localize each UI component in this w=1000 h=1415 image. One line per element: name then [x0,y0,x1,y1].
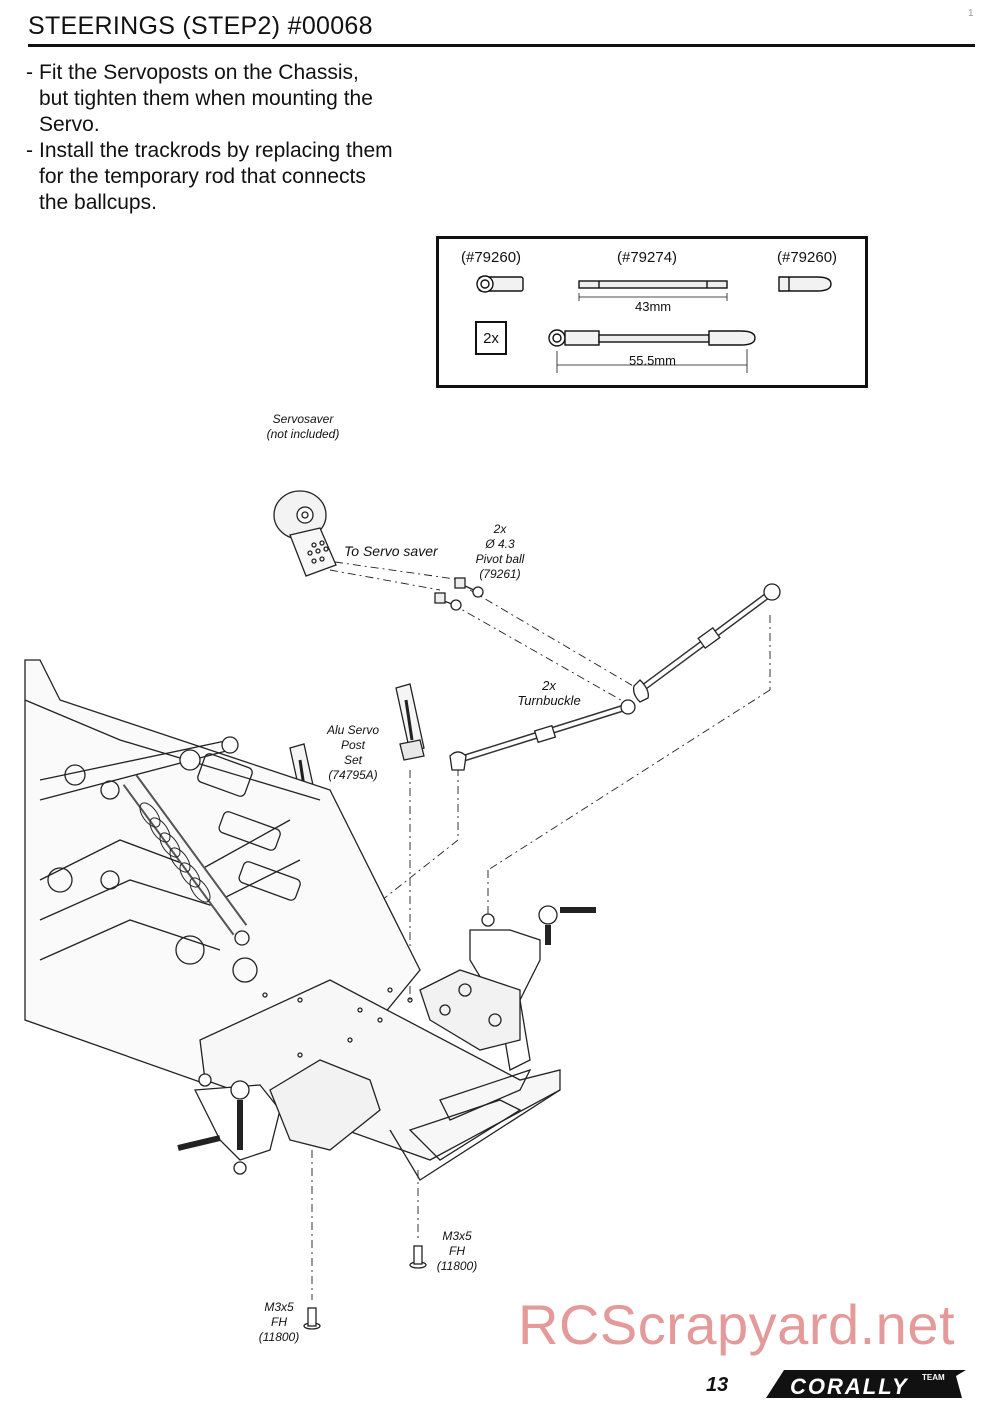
instruction-item: - Fit the Servoposts on the Chassis, but… [26,60,446,138]
pivot-ball-callout: 2x Ø 4.3 Pivot ball (79261) [468,522,532,582]
callout-line: (11800) [258,1330,300,1344]
instruction-line: but tighten them when mounting the [39,87,373,110]
callout-line: FH [271,1315,287,1329]
callout-line: FH [449,1244,465,1258]
callout-line: (74795A) [328,768,378,782]
instructions: - Fit the Servoposts on the Chassis, but… [26,60,446,216]
watermark: RCScrapyard.net [518,1293,956,1356]
instruction-line: Servo. [39,113,100,136]
callout-line: M3x5 [264,1300,294,1314]
callout-line: Set [343,753,362,767]
brand-name-text: CORALLY [790,1374,909,1399]
to-servo-saver-callout: To Servo saver [344,543,438,559]
part-number-ballcup-left: (#79260) [461,249,522,266]
callout-line: Pivot ball [475,552,525,566]
callout-line: Alu Servo [326,723,380,737]
part-number-rod: (#79274) [617,249,678,266]
parts-box: (#79260) (#79274) (#79260) [436,236,868,388]
callout-line: Servosaver [272,412,334,426]
turnbuckle-callout: 2x Turnbuckle [510,678,588,708]
quantity-box: 2x [475,321,507,355]
servosaver-callout: Servosaver (not included) [256,412,350,442]
callout-line: 2x [542,678,556,693]
pivot-ball-drawing [434,577,484,611]
turnbuckle-drawing [449,583,781,771]
callout-line: Post [340,738,365,752]
servosaver-drawing [273,490,337,577]
callout-line: (79261) [479,567,521,581]
assembly-length-label: 55.5mm [629,353,676,368]
callout-line: (11800) [436,1259,478,1273]
servo-post-callout: Alu Servo Post Set (74795A) [318,723,388,783]
page-title: STEERINGS (STEP2) #00068 [28,12,373,40]
instruction-line: the ballcups. [39,191,157,214]
page-header: STEERINGS (STEP2) #00068 [28,10,975,47]
corner-mark: 1 [968,8,974,19]
instruction-line: Install the trackrods by replacing them [39,139,393,162]
screw-drawing [303,1245,427,1330]
screw-callout-left: M3x5 FH (11800) [250,1300,308,1345]
parts-drawing [476,275,832,373]
brand-small-text: TEAM [922,1373,945,1382]
bullet-dash: - [26,139,33,162]
brand-logo: TEAM CORALLY [766,1370,966,1399]
callout-line: (not included) [266,427,340,441]
rod-length-label: 43mm [635,299,672,314]
instruction-line: for the temporary rod that connects [39,165,366,188]
callout-line: Turnbuckle [517,693,581,708]
page-number: 13 [706,1374,729,1396]
callout-line: M3x5 [442,1229,472,1243]
chassis-drawing [24,659,596,1181]
bullet-dash: - [26,61,33,84]
callout-line: Ø 4.3 [485,537,515,551]
callout-line: 2x [493,522,507,536]
screw-callout-right: M3x5 FH (11800) [428,1229,486,1274]
instruction-item: - Install the trackrods by replacing the… [26,138,446,216]
instruction-line: Fit the Servoposts on the Chassis, [39,61,359,84]
part-number-ballcup-right: (#79260) [777,249,838,266]
